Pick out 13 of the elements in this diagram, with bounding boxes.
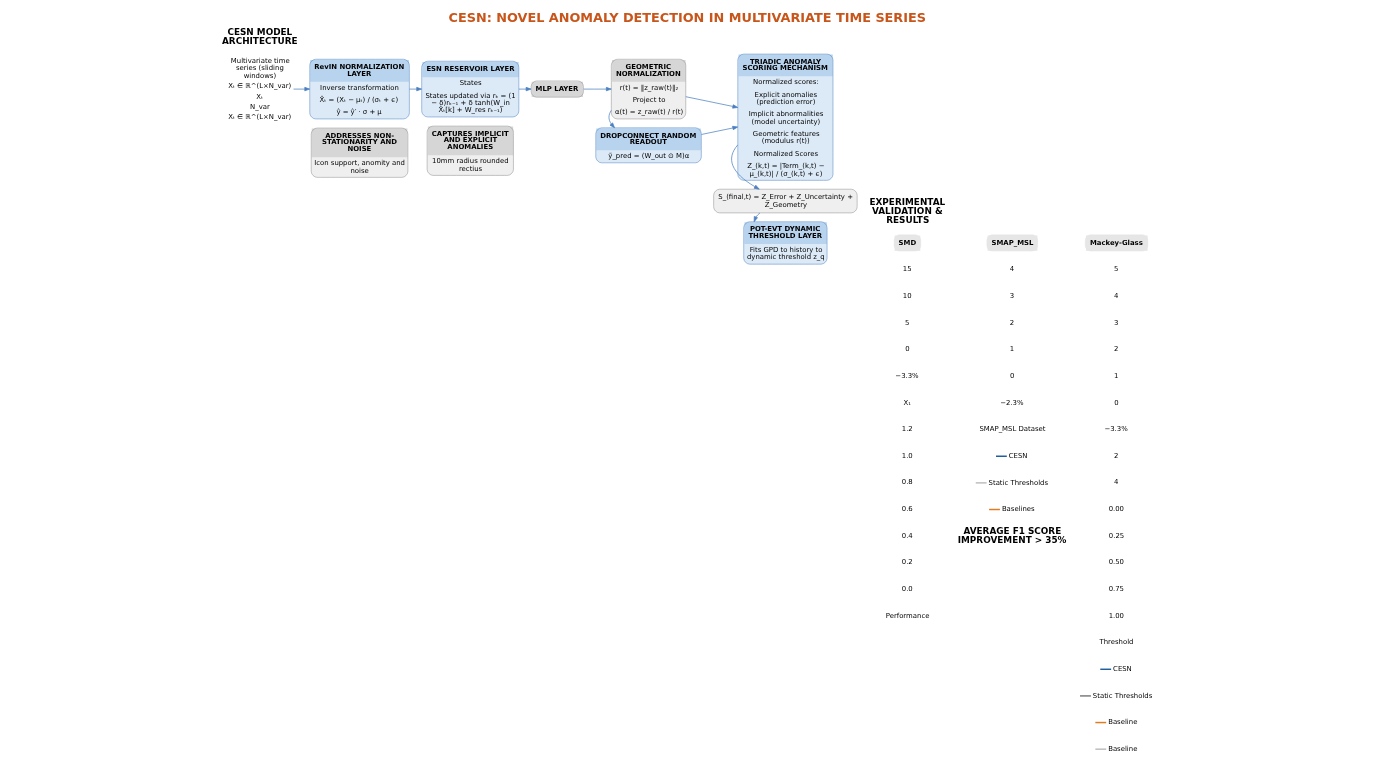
arrow <box>518 87 532 92</box>
arrow <box>731 144 760 190</box>
arrow <box>608 110 615 129</box>
arrow <box>583 87 612 92</box>
arrow <box>409 87 422 92</box>
arrow <box>293 87 311 92</box>
arrow <box>701 125 739 135</box>
arrow <box>753 212 761 223</box>
label: EXPERIMENTAL VALIDATION & RESULTS <box>869 197 946 225</box>
label: CESN MODEL ARCHITECTURE <box>221 27 298 46</box>
arrow <box>685 96 739 109</box>
label: AVERAGE F1 SCORE IMPROVEMENT > 35% <box>957 525 1067 545</box>
diagram-title: CESN: NOVEL ANOMALY DETECTION IN MULTIVARIATE TIME SERIES <box>448 9 926 25</box>
